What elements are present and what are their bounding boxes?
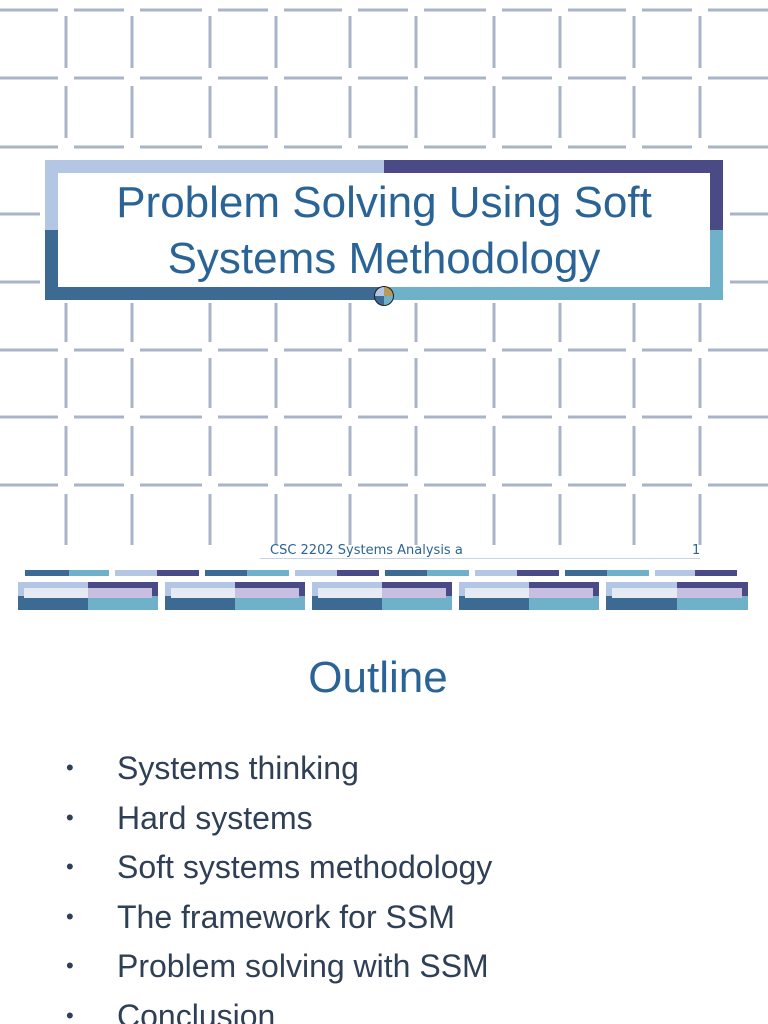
bullet-dot-icon: • xyxy=(66,755,74,780)
bullet-dot-icon: • xyxy=(66,903,74,929)
outline-title: Outline xyxy=(308,653,448,702)
bullet-dot-icon: • xyxy=(66,953,74,979)
list-item-text: Problem solving with SSM xyxy=(117,948,489,985)
bullet-dot-icon: • xyxy=(66,854,74,880)
quadrant-connector-icon xyxy=(374,286,394,306)
list-item-text: Soft systems methodology xyxy=(117,849,493,886)
list-item-text: Conclusion xyxy=(117,997,276,1024)
list-item-text: Systems thinking xyxy=(117,750,359,786)
title-slide: Problem Solving Using Soft Systems Metho… xyxy=(0,8,768,559)
footer-rule xyxy=(260,558,700,559)
bullet-dot-icon: • xyxy=(66,1002,74,1024)
slide-title-line-1: Problem Solving Using Soft xyxy=(116,178,652,227)
list-item-text: The framework for SSM xyxy=(117,898,455,935)
slide-footer: CSC 2202 Systems Analysis a xyxy=(270,543,463,558)
title-frame: Problem Solving Using Soft Systems Metho… xyxy=(45,160,723,300)
grid-background xyxy=(0,8,768,545)
list-item-text: Hard systems xyxy=(117,799,313,836)
outline-slide: Outline • Systems thinking • Hard system… xyxy=(0,614,768,1024)
slide-page-number: 1 xyxy=(692,543,701,558)
slide-title: Problem Solving Using Soft Systems Metho… xyxy=(58,175,710,287)
title-inner-panel xyxy=(58,173,710,287)
slide-separator-decoration xyxy=(18,570,748,610)
bullet-dot-icon: • xyxy=(66,804,74,830)
slide-title-line-2: Systems Methodology xyxy=(167,234,601,283)
